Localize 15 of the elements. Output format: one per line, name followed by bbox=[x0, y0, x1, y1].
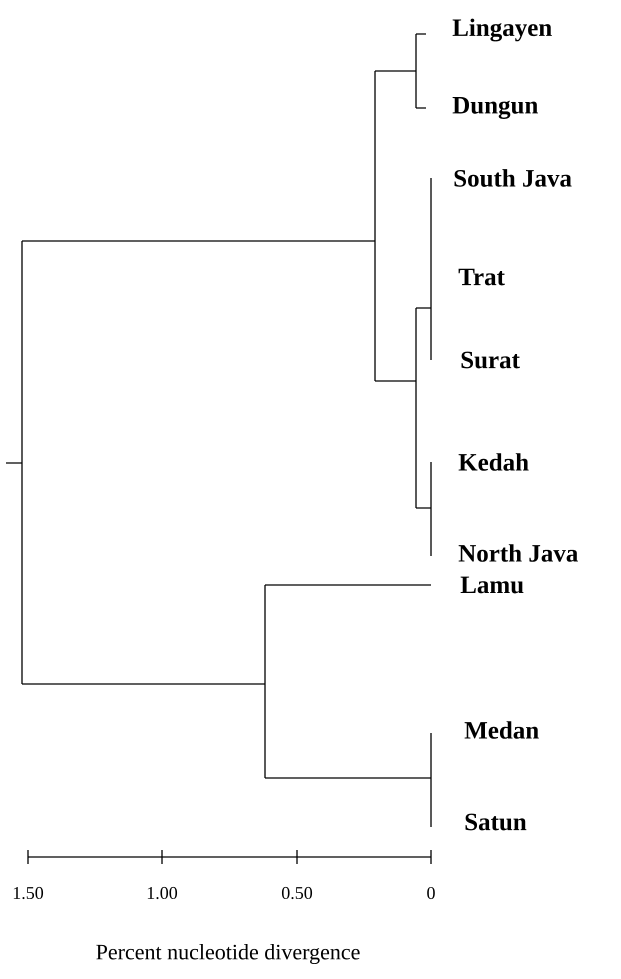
leaf-label: Kedah bbox=[458, 453, 529, 471]
leaf-label: Surat bbox=[462, 352, 520, 368]
leaf-label: Satun bbox=[466, 814, 526, 830]
tick-label: 1.00 bbox=[148, 886, 178, 900]
leaf-label: Lamu bbox=[460, 576, 524, 594]
tick-label: 1.50 bbox=[14, 886, 44, 900]
tick-label: 0 bbox=[427, 886, 435, 900]
leaf-label: South Java bbox=[454, 169, 572, 187]
leaf-label: Medan bbox=[464, 721, 539, 739]
leaf-label: Lingayen bbox=[452, 18, 552, 42]
axis-title: Percent nucleotide divergence bbox=[96, 944, 360, 964]
leaf-label: Dungun bbox=[452, 97, 538, 119]
leaf-label: North Java bbox=[458, 544, 578, 562]
tick-label: 0.50 bbox=[282, 886, 312, 900]
leaf-label: Trat bbox=[458, 268, 505, 286]
